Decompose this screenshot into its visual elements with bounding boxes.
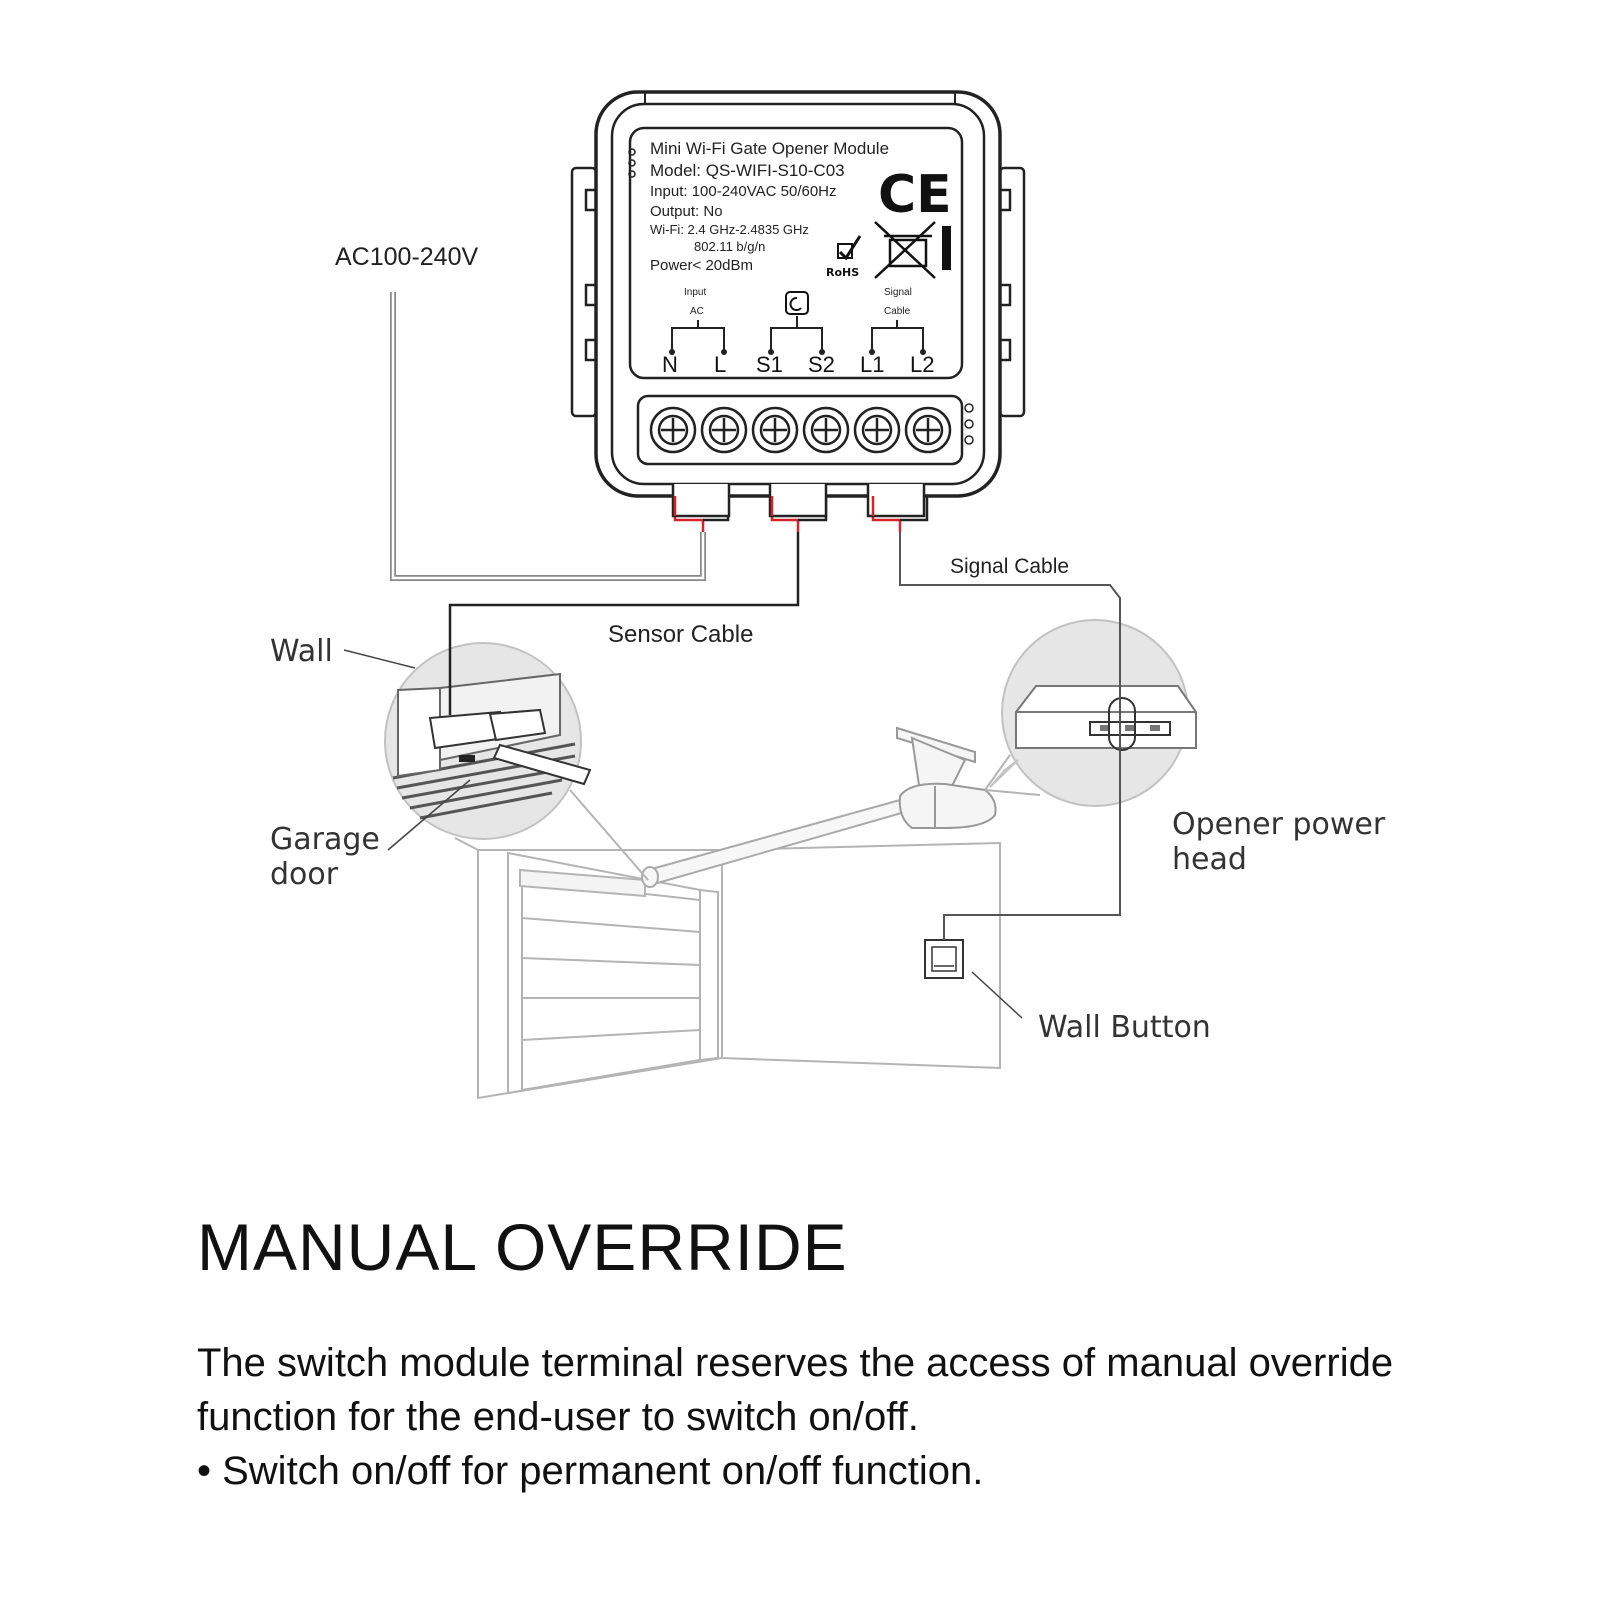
rohs-label: RoHS [826, 266, 859, 279]
terminal-l2: L2 [910, 352, 934, 377]
garage-door-label: Garage [270, 822, 380, 857]
rohs-icon: RoHS [826, 235, 862, 279]
opener-head-detail [984, 619, 1197, 807]
ac-supply-label: AC100-240V [335, 243, 478, 271]
wiring-diagram: Mini Wi-Fi Gate Opener Module Model: QS-… [270, 90, 1386, 1100]
group-signal-cable-label: Cable [884, 306, 911, 317]
opener-power-head [896, 726, 997, 829]
weee-bin-icon [874, 221, 936, 279]
module-wifi-std: 802.11 b/g/n [694, 239, 765, 254]
module-input: Input: 100-240VAC 50/60Hz [650, 183, 837, 200]
terminal-s2: S2 [808, 352, 835, 377]
wall-button-label: Wall Button [1038, 1010, 1211, 1045]
screw-l2 [904, 406, 952, 454]
group-signal-label: Signal [884, 287, 912, 298]
module-power: Power< 20dBm [650, 257, 753, 274]
gate-opener-module: Mini Wi-Fi Gate Opener Module Model: QS-… [570, 90, 1026, 518]
opener-power-head-label-line2: head [1172, 842, 1247, 877]
wall-sensor-detail [384, 642, 649, 881]
screw-n [649, 406, 697, 454]
module-title: Mini Wi-Fi Gate Opener Module [650, 139, 889, 158]
module-model: Model: QS-WIFI-S10-C03 [650, 161, 845, 180]
terminal-s1: S1 [756, 352, 783, 377]
group-input-ac-label: AC [690, 306, 704, 317]
wall-button-icon [924, 939, 964, 979]
garage-door-label-line2: door [270, 857, 339, 892]
opener-power-head-label: Opener power [1172, 807, 1386, 842]
screw-l1 [853, 406, 901, 454]
screw-s2 [802, 406, 850, 454]
module-output: Output: No [650, 203, 723, 220]
sensor-icon [785, 291, 809, 315]
manual-override-section: MANUAL OVERRIDE The switch module termin… [197, 1210, 1527, 1498]
ce-mark: CE [878, 165, 952, 225]
wires [343, 292, 1121, 1019]
weee-bar [942, 226, 951, 270]
section-heading: MANUAL OVERRIDE [197, 1210, 848, 1284]
module-wifi: Wi-Fi: 2.4 GHz-2.4835 GHz [650, 222, 809, 237]
screw-s1 [751, 406, 799, 454]
terminal-l1: L1 [860, 352, 884, 377]
sensor-cable-label: Sensor Cable [608, 621, 753, 648]
group-input-label: Input [684, 287, 706, 298]
section-bullet: • Switch on/off for permanent on/off fun… [197, 1449, 984, 1493]
screw-l [700, 406, 748, 454]
terminal-n: N [662, 352, 678, 377]
garage-room [477, 841, 1001, 1100]
section-paragraph: The switch module terminal reserves the … [197, 1341, 1394, 1439]
terminal-l: L [714, 352, 726, 377]
signal-cable-label: Signal Cable [950, 555, 1069, 578]
terminal-screws [649, 406, 952, 454]
wall-label: Wall [270, 634, 333, 669]
